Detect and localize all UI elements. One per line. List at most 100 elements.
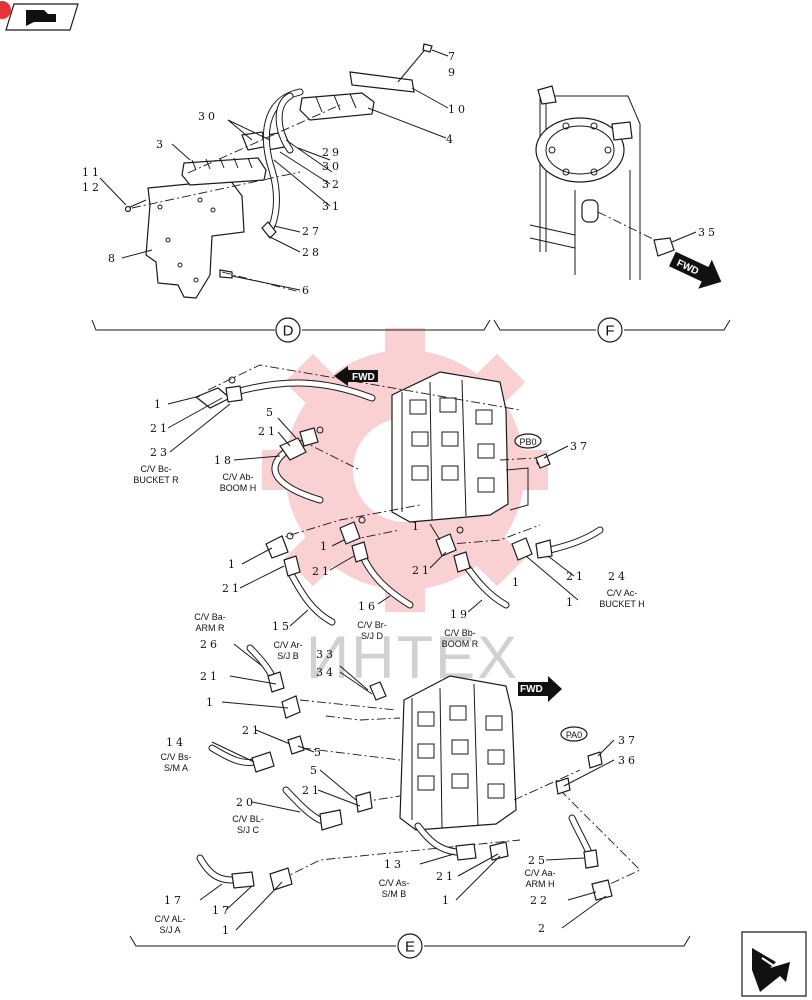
callout: 1: [412, 520, 422, 533]
circuit-label: C/V Bb-: [444, 628, 476, 638]
callout: 21: [242, 724, 262, 737]
section-e-label: E: [405, 939, 415, 956]
circuit-label: C/V Bs-: [160, 752, 191, 762]
clamp-bracket-assembly: [124, 43, 433, 299]
fwd-label-mid: FWD: [352, 372, 375, 383]
callout: 21: [302, 784, 322, 797]
back-navigation-icon[interactable]: [0, 1, 79, 31]
callout: 21: [258, 425, 278, 438]
circuit-label: BOOM H: [220, 483, 257, 493]
circuit-label: BUCKET R: [133, 475, 179, 485]
callout: 35: [698, 226, 718, 239]
circuit-label: S/M A: [164, 763, 188, 773]
callout: 18: [214, 454, 234, 467]
circuit-labels: C/V Bc- BUCKET R C/V Ab- BOOM H C/V Ba- …: [133, 464, 644, 935]
callout: 9: [448, 66, 458, 79]
callout: 27: [302, 225, 322, 238]
callout: 30: [198, 110, 218, 123]
circuit-label: ARM R: [196, 623, 226, 633]
callout: 1: [154, 398, 164, 411]
circuit-label: S/J B: [277, 651, 299, 661]
circuit-label: S/J A: [159, 925, 180, 935]
forward-direction-arrow-icon: FWD: [669, 251, 722, 289]
callout: 22: [530, 894, 550, 907]
callout: 33: [316, 648, 336, 661]
callout: 26: [200, 638, 220, 651]
circuit-label: C/V AL-: [154, 914, 185, 924]
callout: 37: [618, 734, 638, 747]
callout: 21: [436, 870, 456, 883]
callout: 1: [512, 576, 522, 589]
callout: 21: [312, 565, 332, 578]
callout: 20: [236, 796, 256, 809]
circuit-label: C/V Ab-: [222, 472, 253, 482]
circuit-label: C/V As-: [379, 878, 410, 888]
callout: 2: [538, 922, 548, 935]
circuit-label: C/V Ac-: [607, 588, 638, 598]
callout: 1: [222, 924, 232, 937]
callout: 30: [322, 160, 342, 173]
callout: 37: [570, 440, 590, 453]
callout: 1: [206, 696, 216, 709]
frame-detail-f: [529, 85, 697, 280]
circuit-label: C/V BL-: [232, 814, 264, 824]
circuit-label: BUCKET H: [599, 599, 644, 609]
callout: 21: [150, 422, 170, 435]
pa0-tag: PA0: [560, 726, 588, 742]
callout: 15: [272, 620, 292, 633]
leader-lines-d: [99, 49, 449, 291]
callout: 3: [156, 138, 166, 151]
callout: 14: [166, 736, 186, 749]
circuit-label: BOOM R: [442, 639, 479, 649]
callout: 5: [266, 406, 276, 419]
forward-direction-arrow-mid-icon: FWD: [334, 366, 378, 386]
section-bracket-e: E: [129, 933, 691, 959]
circuit-label: C/V Br-: [357, 620, 387, 630]
callout: 24: [608, 570, 628, 583]
callout: 1: [320, 540, 330, 553]
callout: 21: [566, 570, 586, 583]
hoses-middle: [194, 376, 604, 626]
callout: 5: [310, 764, 320, 777]
pa0-label: PA0: [566, 730, 582, 740]
callout: 21: [200, 670, 220, 683]
callout: 11: [82, 166, 102, 179]
callout: 1: [442, 894, 452, 907]
callout: 17: [164, 894, 184, 907]
callout: 21: [222, 582, 242, 595]
circuit-label: C/V Ba-: [194, 612, 226, 622]
pb0-label: PB0: [519, 437, 536, 447]
callout: 4: [446, 133, 456, 146]
callout: 32: [322, 178, 342, 191]
watermark-text: ИНТЕХ: [306, 624, 519, 691]
circuit-label: S/J C: [237, 825, 260, 835]
callout: 5: [314, 746, 324, 759]
circuit-label: S/J D: [361, 631, 384, 641]
callout-numbers: 7 9 10 4 30 29 30 32 31 3 11 12 27 28 8 …: [82, 50, 718, 937]
callout: 28: [302, 246, 322, 259]
callout: 6: [302, 284, 312, 297]
section-bracket-d-f: D F: [91, 317, 731, 343]
section-d-label: D: [283, 323, 294, 340]
circuit-label: ARM H: [526, 879, 555, 889]
callout: 25: [528, 854, 548, 867]
callout: 36: [618, 754, 638, 767]
leader-lines-e: [167, 395, 615, 931]
circuit-label: S/M B: [382, 889, 407, 899]
pb0-tag: PB0: [514, 433, 542, 449]
fwd-label-low: FWD: [520, 684, 543, 695]
callout: 1: [566, 596, 576, 609]
next-page-icon[interactable]: [741, 931, 807, 997]
callout: 10: [448, 103, 468, 116]
circuit-label: C/V Aa-: [524, 868, 555, 878]
callout: 7: [448, 50, 458, 63]
section-f-label: F: [605, 323, 614, 340]
circuit-label: C/V Bc-: [140, 464, 171, 474]
callout: 8: [108, 252, 118, 265]
control-valve-lower: [369, 675, 517, 831]
forward-direction-arrow-low-icon: FWD: [518, 676, 562, 702]
callout: 12: [82, 181, 102, 194]
callout: 19: [450, 608, 470, 621]
callout: 34: [316, 666, 336, 679]
